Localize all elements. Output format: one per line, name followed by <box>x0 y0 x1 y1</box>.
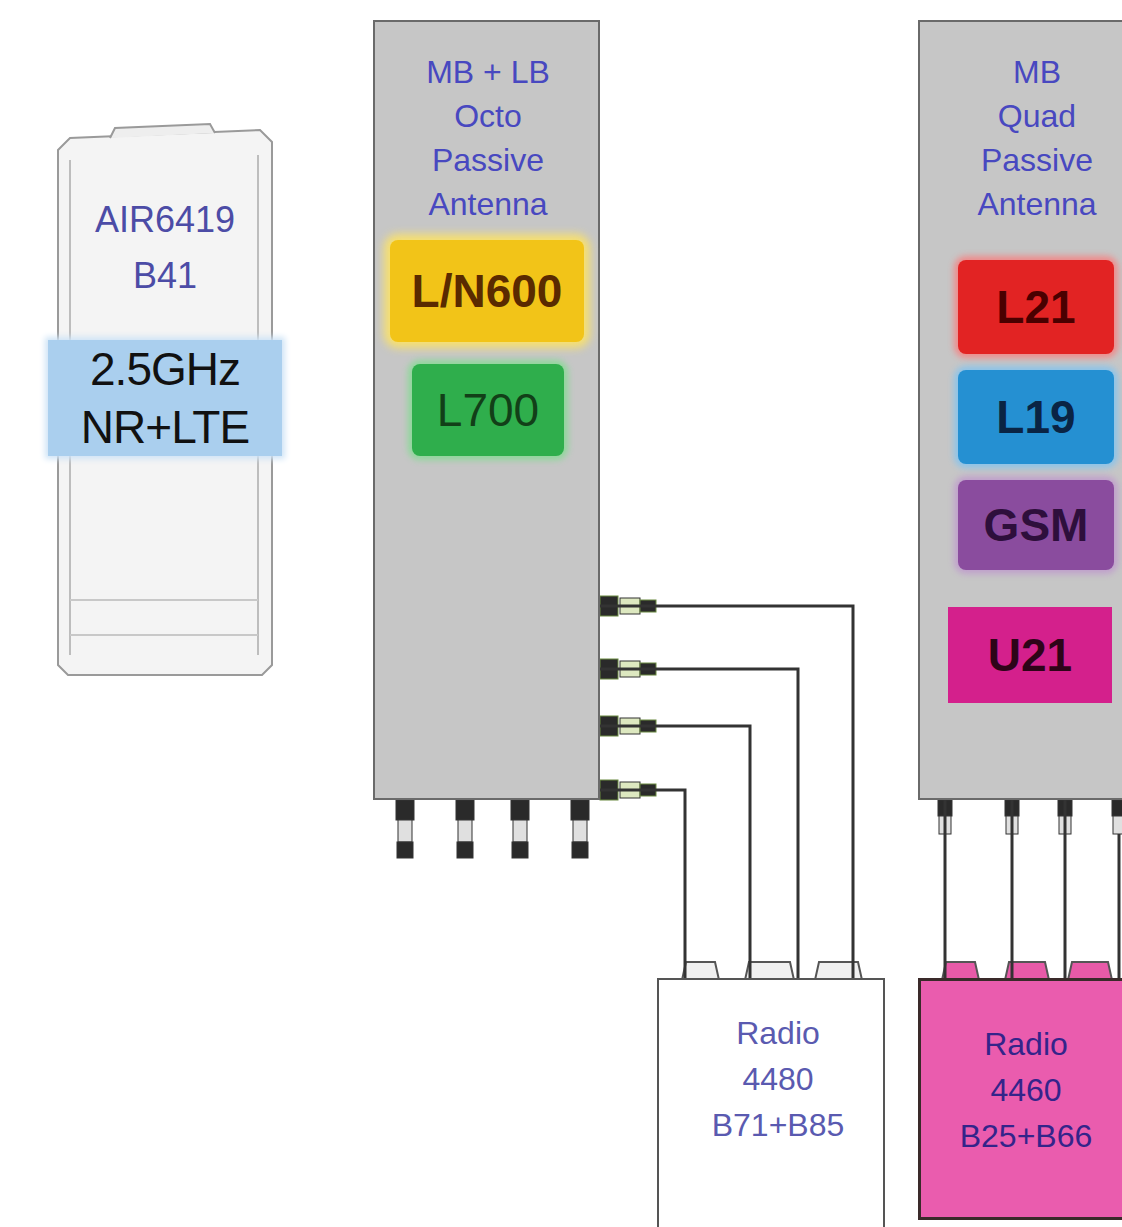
jumper-cable <box>1011 800 1014 978</box>
connector <box>456 800 474 820</box>
connector <box>572 842 588 858</box>
jumper-cable <box>600 726 750 978</box>
connector <box>512 842 528 858</box>
connector <box>573 820 587 842</box>
cut-off-jumper <box>1118 834 1121 978</box>
model-label: AIR6419 B41 <box>95 192 235 304</box>
air-panel-edge <box>70 599 258 601</box>
band-label: U21 <box>988 630 1072 681</box>
band-label: L700 <box>437 385 539 436</box>
band-tag: L21 <box>958 260 1114 354</box>
band-tag: L700 <box>412 364 564 456</box>
band-tag: U21 <box>948 607 1112 703</box>
connector <box>397 842 413 858</box>
radio-box: Radio 4480 B71+B85 <box>657 978 885 1227</box>
jumper-cable <box>1064 800 1067 978</box>
quad-bottom-connectors <box>938 800 1122 834</box>
air-panel-edge <box>70 634 258 636</box>
band-label: L19 <box>996 392 1075 443</box>
radio-box: Radio 4460 B25+B66 <box>918 978 1122 1220</box>
connector <box>458 820 472 842</box>
connector <box>1112 800 1122 816</box>
antenna-heading: MB Quad Passive Antenna <box>973 50 1101 226</box>
band-tag: L19 <box>958 370 1114 464</box>
connector <box>511 800 529 820</box>
antenna-panel: MB Quad Passive AntennaL21L19GSM U21 <box>918 20 1122 800</box>
radio-panel: AIR6419 B412.5GHz NR+LTE <box>58 130 272 675</box>
connector <box>398 820 412 842</box>
jumper-cable <box>600 790 685 978</box>
connector <box>571 800 589 820</box>
connector <box>1113 816 1122 834</box>
jumper-cable <box>944 800 947 978</box>
air-panel-handle <box>110 124 215 138</box>
radio-label: Radio 4480 B71+B85 <box>703 1010 853 1148</box>
band-highlight: 2.5GHz NR+LTE <box>48 340 282 456</box>
band-label: GSM <box>984 500 1089 551</box>
band-tag: GSM <box>958 480 1114 570</box>
jumper-cable <box>600 606 853 978</box>
connector <box>457 842 473 858</box>
band-label: L21 <box>996 282 1075 333</box>
antenna-heading: MB + LB Octo Passive Antenna <box>413 50 563 226</box>
band-tag: L/N600 <box>390 240 584 342</box>
connector <box>513 820 527 842</box>
octo-bottom-connectors <box>396 800 589 858</box>
octo-side-ports <box>600 596 656 800</box>
band-label: L/N600 <box>412 266 563 317</box>
radio-label: Radio 4460 B25+B66 <box>951 1021 1101 1159</box>
connector <box>396 800 414 820</box>
jumper-cable <box>600 669 798 978</box>
antenna-panel: MB + LB Octo Passive AntennaL/N600L700 <box>373 20 600 800</box>
